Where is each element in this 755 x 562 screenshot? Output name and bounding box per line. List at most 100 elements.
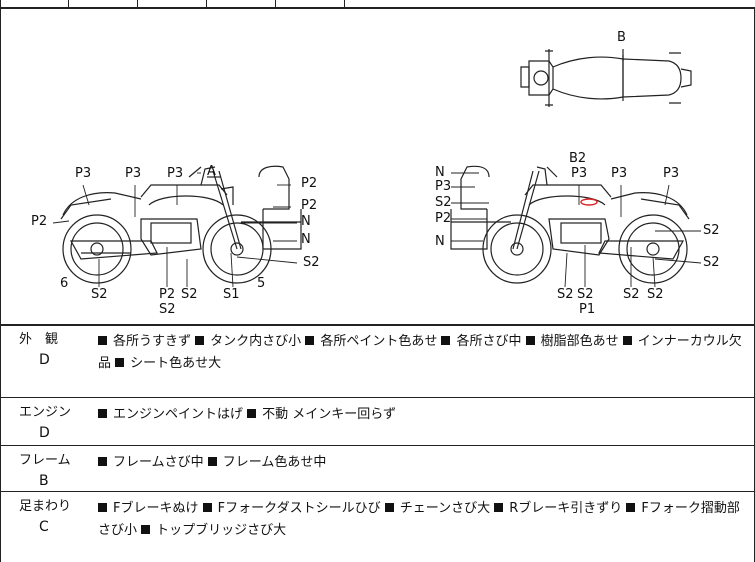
- category-cell: 足まわり C: [1, 492, 89, 562]
- condition-item: チェーンさび大: [399, 501, 491, 516]
- right-leader-lines: [451, 172, 702, 288]
- condition-list: エンジンペイントはげ 不動 メインキー回らず: [98, 404, 748, 426]
- label-b2: B2: [569, 151, 587, 166]
- top-view-motorcycle: [520, 49, 692, 107]
- top-cell: [275, 0, 276, 7]
- label-p2: P2: [159, 287, 176, 302]
- label-p3: P3: [663, 166, 680, 181]
- condition-item: トップブリッジさび大: [156, 523, 287, 538]
- condition-list: 各所うすきず タンク内さび小 各所ペイント色あせ 各所さび中 樹脂部色あせ イン…: [98, 331, 748, 375]
- label-p2: P2: [435, 211, 452, 226]
- label-s2: S2: [159, 302, 176, 317]
- condition-item: Fフォーク摺動部さび小: [98, 501, 740, 538]
- bullet-icon: [195, 336, 205, 345]
- condition-item: 不動 メインキー回らず: [262, 407, 397, 422]
- label-s2: S2: [623, 287, 640, 302]
- top-cell: [0, 0, 69, 7]
- label-s2: S2: [577, 287, 594, 302]
- label-5: 5: [257, 276, 266, 291]
- bullet-icon: [141, 525, 151, 534]
- motorcycle-drawings: [52, 49, 702, 288]
- bullet-icon: [202, 503, 212, 512]
- category-cell: エンジン D: [1, 398, 89, 445]
- bullet-icon: [98, 503, 107, 512]
- label-s2: S2: [557, 287, 574, 302]
- label-p3: P3: [125, 166, 142, 181]
- condition-item: タンク内さび小: [210, 334, 302, 349]
- label-p3: P3: [611, 166, 628, 181]
- label-s2: S2: [303, 255, 320, 270]
- category-name: 足まわり: [19, 499, 72, 514]
- label-n: N: [301, 232, 311, 247]
- label-n: N: [435, 234, 445, 249]
- label-s1: S1: [223, 287, 240, 302]
- bullet-icon: [384, 503, 394, 512]
- condition-list: Fブレーキぬけ Fフォークダストシールひび チェーンさび大 Rブレーキ引きずり …: [98, 498, 748, 542]
- condition-item: Rブレーキ引きずり: [509, 501, 623, 516]
- condition-item: 各所うすきず: [113, 334, 192, 349]
- label-s2: S2: [181, 287, 198, 302]
- bullet-icon: [98, 336, 107, 345]
- bullet-icon: [525, 336, 535, 345]
- label-s2: S2: [703, 223, 720, 238]
- top-table-remnant: [0, 0, 755, 8]
- right-side-motorcycle: [450, 165, 690, 284]
- category-cell: フレーム B: [1, 446, 89, 491]
- label-p2: P2: [301, 176, 318, 191]
- left-leader-lines: [52, 172, 298, 288]
- condition-item: シート色あせ大: [130, 356, 222, 371]
- label-n: N: [435, 165, 445, 180]
- category-grade: B: [39, 473, 49, 489]
- motorcycle-damage-diagram: B P3 P3 P3 A P2 P2 P2 N N S2 6 S2 P2 S2 …: [0, 7, 755, 326]
- label-s2: S2: [435, 195, 452, 210]
- condition-item: フレームさび中: [113, 455, 204, 470]
- label-a: A: [207, 164, 216, 179]
- condition-item: 各所さび中: [456, 334, 522, 349]
- bullet-icon: [247, 409, 257, 418]
- condition-item: Fブレーキぬけ: [113, 501, 199, 516]
- label-p2: P2: [31, 214, 48, 229]
- category-grade: D: [39, 425, 50, 441]
- bullet-icon: [494, 503, 504, 512]
- section-frame: フレーム B フレームさび中 フレーム色あせ中: [0, 445, 755, 491]
- condition-item: エンジンペイントはげ: [113, 407, 244, 422]
- section-exterior: 外 観 D 各所うすきず タンク内さび小 各所ペイント色あせ 各所さび中 樹脂部…: [0, 324, 755, 397]
- left-side-motorcycle: [60, 165, 302, 284]
- label-s2: S2: [91, 287, 108, 302]
- label-p3: P3: [167, 166, 184, 181]
- label-p3: P3: [75, 166, 92, 181]
- condition-item: 樹脂部色あせ: [540, 334, 619, 349]
- label-p3: P3: [435, 179, 452, 194]
- bullet-icon: [305, 336, 315, 345]
- bullet-icon: [441, 336, 451, 345]
- bullet-icon: [98, 457, 107, 466]
- section-engine: エンジン D エンジンペイントはげ 不動 メインキー回らず: [0, 397, 755, 445]
- bullet-icon: [98, 409, 107, 418]
- category-cell: 外 観 D: [1, 325, 89, 397]
- condition-item: 各所ペイント色あせ: [320, 334, 438, 349]
- bullet-icon: [626, 503, 636, 512]
- label-n: N: [301, 214, 311, 229]
- bullet-icon: [207, 457, 217, 466]
- category-name: 外 観: [19, 332, 59, 347]
- label-6: 6: [60, 276, 69, 291]
- category-grade: C: [39, 519, 49, 535]
- label-p3: P3: [571, 166, 588, 181]
- condition-list: フレームさび中 フレーム色あせ中: [98, 452, 748, 474]
- section-suspension: 足まわり C Fブレーキぬけ Fフォークダストシールひび チェーンさび大 Rブレ…: [0, 491, 755, 562]
- category-grade: D: [39, 352, 50, 368]
- bullet-icon: [115, 358, 125, 367]
- top-cell: [206, 0, 207, 7]
- top-cell: [137, 0, 138, 7]
- top-cell: [344, 0, 345, 7]
- top-cell: [68, 0, 69, 7]
- label-s2: S2: [703, 255, 720, 270]
- condition-item: フレーム色あせ中: [222, 455, 327, 470]
- condition-item: インナーカウル欠品: [98, 334, 742, 371]
- category-name: エンジン: [19, 405, 72, 420]
- category-name: フレーム: [19, 453, 71, 468]
- label-b-top: B: [617, 30, 626, 45]
- label-p2: P2: [301, 198, 318, 213]
- condition-item: Fフォークダストシールひび: [217, 501, 381, 516]
